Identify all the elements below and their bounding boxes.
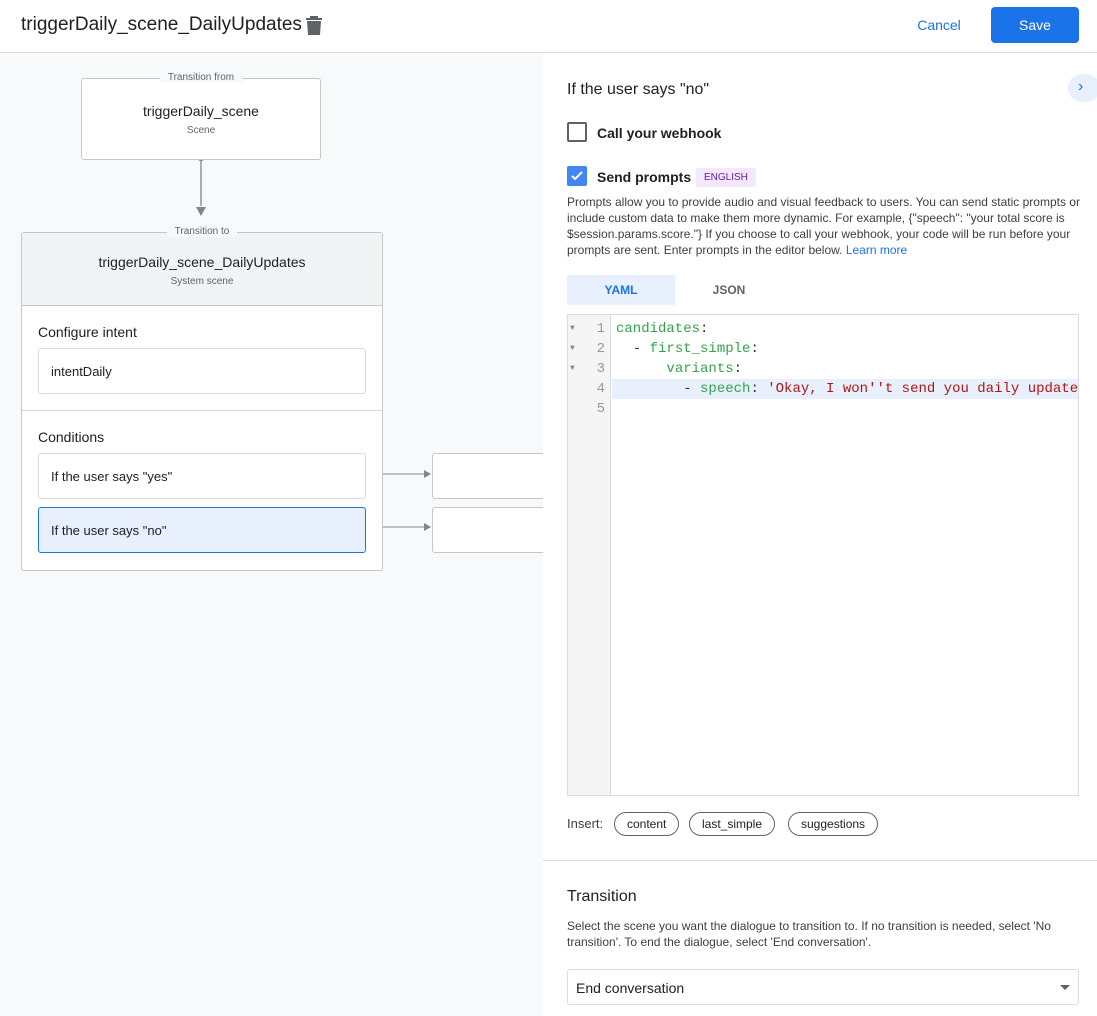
fold-arrow-icon[interactable]: ▼ (570, 344, 575, 353)
code-sep: : (700, 321, 709, 337)
transition-from-legend: Transition from (159, 72, 243, 83)
condition-yes-target[interactable] (432, 453, 543, 499)
trash-icon[interactable] (305, 15, 323, 35)
to-scene-name: triggerDaily_scene_DailyUpdates (98, 254, 306, 270)
transition-select[interactable]: End conversation (567, 969, 1079, 1005)
transition-to-legend: Transition to (166, 226, 238, 237)
line-number: ▼1 (570, 321, 605, 337)
configure-intent-label: Configure intent (38, 324, 137, 340)
send-prompts-checkbox[interactable] (567, 166, 587, 186)
condition-no[interactable]: If the user says "no" (38, 507, 366, 553)
condition-yes[interactable]: If the user says "yes" (38, 453, 366, 499)
description-text: Prompts allow you to provide audio and v… (567, 195, 1080, 257)
transition-selected-value: End conversation (576, 980, 685, 996)
tab-json[interactable]: JSON (712, 283, 746, 297)
fold-arrow-icon[interactable]: ▼ (570, 324, 575, 333)
code-indent: - (616, 381, 701, 397)
code-key: candidates (616, 321, 701, 337)
code-line[interactable]: - first_simple: (612, 339, 1078, 359)
tab-yaml[interactable]: YAML (567, 275, 675, 305)
prompts-description: Prompts allow you to provide audio and v… (567, 194, 1082, 258)
panel-title: If the user says "no" (567, 81, 710, 98)
code-val: 'Okay, I won''t send you daily updates.' (767, 381, 1078, 397)
code-line[interactable]: candidates: (612, 319, 1078, 339)
webhook-label: Call your webhook (597, 125, 722, 141)
line-number: ▼3 (570, 361, 605, 377)
chevron-right-icon[interactable]: › (1068, 74, 1097, 102)
line-number: 5 (596, 401, 605, 417)
code-sep: : (733, 361, 743, 377)
condition-no-target[interactable] (432, 507, 543, 553)
insert-suggestions-chip[interactable]: suggestions (788, 812, 879, 836)
code-key: variants (666, 361, 734, 377)
code-indent: - (616, 341, 650, 357)
insert-last-simple-chip[interactable]: last_simple (689, 812, 776, 836)
insert-label: Insert: (567, 816, 604, 831)
header: triggerDaily_scene_DailyUpdates Cancel S… (0, 0, 1097, 53)
from-scene-name: triggerDaily_scene (143, 103, 259, 119)
transition-to-node: Transition to triggerDaily_scene_DailyUp… (21, 226, 383, 571)
language-badge: ENGLISH (696, 168, 756, 187)
cancel-button[interactable]: Cancel (902, 8, 976, 42)
transition-title: Transition (567, 888, 637, 905)
dropdown-caret-icon (1060, 985, 1070, 990)
code-sep: : (750, 341, 759, 357)
fold-arrow-icon[interactable]: ▼ (570, 364, 575, 373)
insert-content-chip[interactable]: content (614, 812, 680, 836)
from-scene-type: Scene (186, 125, 216, 136)
transition-from-node[interactable]: Transition from triggerDaily_scene Scene (81, 72, 321, 160)
code-line[interactable] (612, 399, 1078, 419)
code-editor[interactable]: ▼1 candidates: ▼2 - first_simple: ▼3 varian… (567, 314, 1079, 796)
code-sep: : (750, 381, 768, 397)
flow-canvas: Transition from triggerDaily_scene Scene… (0, 54, 543, 1016)
code-key: first_simple (649, 341, 751, 357)
line-number: 4 (596, 381, 605, 397)
webhook-checkbox[interactable] (567, 122, 587, 142)
learn-more-link[interactable]: Learn more (845, 243, 908, 257)
transition-description: Select the scene you want the dialogue t… (567, 919, 1051, 949)
editor-gutter (568, 315, 611, 795)
divider (543, 860, 1097, 861)
send-prompts-label: Send prompts (597, 169, 692, 185)
code-key: speech (700, 381, 751, 397)
check-icon (571, 171, 583, 181)
code-indent (616, 361, 666, 377)
line-number: ▼2 (570, 341, 605, 357)
intent-box[interactable]: intentDaily (38, 348, 366, 394)
code-line[interactable]: variants: (612, 359, 1078, 379)
code-line[interactable]: - speech: 'Okay, I won''t send you daily… (612, 379, 1078, 399)
conditions-label: Conditions (38, 429, 105, 445)
save-button[interactable]: Save (991, 7, 1079, 43)
page-title: triggerDaily_scene_DailyUpdates (21, 14, 302, 35)
condition-panel: › If the user says "no" Call your webhoo… (543, 54, 1097, 1016)
to-scene-type: System scene (170, 276, 234, 287)
